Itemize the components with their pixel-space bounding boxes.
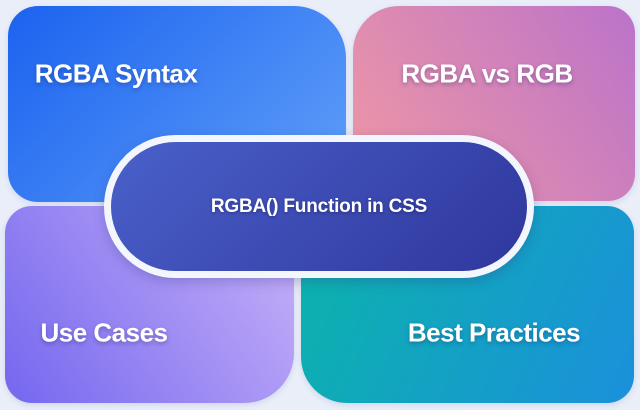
node-label-use-cases: Use Cases (40, 317, 168, 348)
center-node-title-pill: RGBA() Function in CSS (104, 135, 534, 278)
node-label-best-practices: Best Practices (407, 317, 581, 348)
diagram-title: RGBA() Function in CSS (210, 195, 428, 217)
node-label-rgba-syntax: RGBA Syntax (34, 58, 198, 89)
node-label-rgba-vs-rgb: RGBA vs RGB (401, 58, 573, 89)
